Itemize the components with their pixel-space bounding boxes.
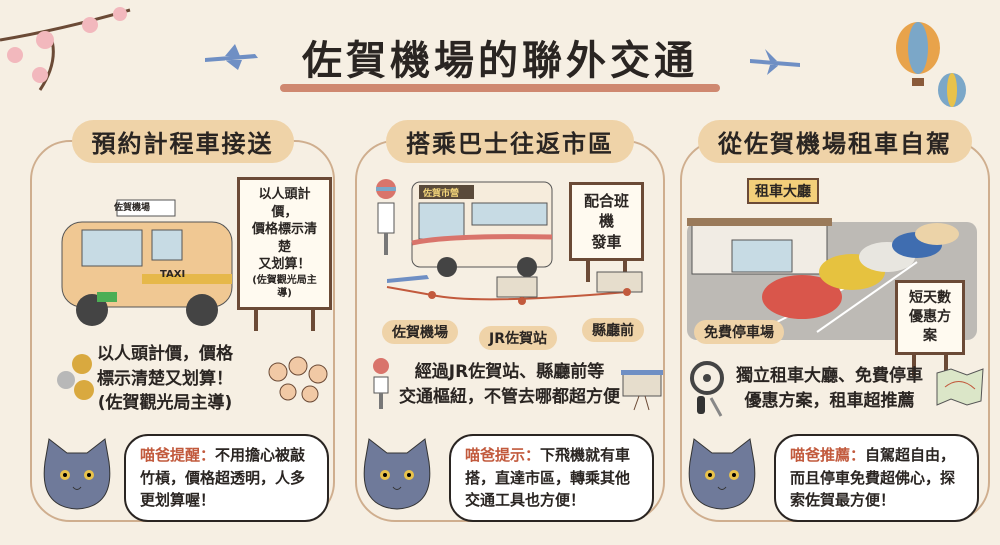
discount-sign: 短天數 優惠方案: [895, 280, 965, 376]
cat-avatar-icon: [688, 438, 756, 510]
section-bus: 搭乘巴士往返市區 佐賀市營 配合班機 發車 佐賀機場 JR佐賀站 縣廳前 經過J…: [355, 120, 665, 522]
tip-label: 喵爸提醒：: [140, 446, 216, 464]
sign-line: 價格標示清楚: [251, 222, 317, 255]
tip-label: 喵爸提示：: [465, 446, 541, 464]
bus-destination-sign: 佐賀市營: [423, 189, 460, 199]
steering-wheel-keys-icon: [690, 361, 724, 417]
family-group-icon: [268, 356, 328, 403]
sign-line: 又划算！: [258, 257, 311, 273]
tip-label: 喵爸推薦：: [790, 446, 866, 464]
parking-label: 免費停車場: [694, 320, 784, 344]
cat-tip-bubble: 喵爸提醒：不用擔心被敲竹槓，價格超透明，人多更划算喔！: [124, 434, 329, 522]
sign-line: 以人頭計價，: [258, 187, 311, 220]
taxi-roof-sign: 佐賀機場: [114, 203, 151, 213]
desc-line: (佐賀觀光局主導): [97, 393, 233, 414]
cat-avatar-icon: [43, 438, 111, 510]
route-line: [386, 271, 643, 305]
hot-air-balloon-icon: [896, 22, 966, 107]
schedule-sign: 配合班機 發車: [569, 182, 644, 282]
section-heading: 預約計程車接送: [71, 120, 294, 163]
section-description: 以人頭計價，價格 標示清楚又划算！ (佐賀觀光局主導): [97, 342, 233, 416]
desc-line: 獨立租車大廳、免費停車: [736, 366, 923, 386]
cherry-blossom-branch: [0, 7, 131, 91]
desc-line: 交通樞紐，不管去哪都超方便: [399, 386, 620, 407]
cat-avatar-icon: [363, 438, 431, 510]
section-heading: 從佐賀機場租車自駕: [698, 120, 972, 163]
bus-illustration: [411, 181, 553, 277]
sign-line: 發車: [591, 232, 622, 251]
airplane-icon: [205, 44, 258, 70]
cat-tip-bubble: 喵爸推薦：自駕超自由，而且停車免費超佛心，探索佐賀最方便！: [774, 434, 979, 522]
bus-stop-icon: [376, 179, 396, 255]
sign-line: 優惠方案: [909, 308, 951, 344]
page-title: 佐賀機場的聯外交通: [302, 38, 698, 84]
tip-text: 自駕超自由，而且停車免費超佛心，探索佐賀最方便！: [790, 446, 956, 509]
title-underline: [280, 84, 720, 92]
rental-hall-sign: 租車大廳: [747, 178, 819, 204]
cat-tip-bubble: 喵爸提示：下飛機就有車搭，直達市區，轉乘其他交通工具也方便！: [449, 434, 654, 522]
desc-line: 優惠方案，租車超推薦: [744, 390, 915, 411]
train-station-icon: [621, 370, 663, 411]
bus-stop-icon: [373, 358, 389, 409]
tip-text: 下飛機就有車搭，直達市區，轉乘其他交通工具也方便！: [465, 446, 631, 509]
map-icon: [936, 368, 984, 406]
desc-line: 經過JR佐賀站、縣廳前等: [414, 362, 605, 382]
section-description: 獨立租車大廳、免費停車 優惠方案，租車超推薦: [727, 364, 932, 413]
section-heading: 搭乘巴士往返市區: [386, 120, 634, 163]
sign-line: 短天數: [909, 290, 951, 306]
stop-label: JR佐賀站: [479, 326, 557, 350]
taxi-label: TAXI: [160, 269, 186, 280]
desc-line: 以人頭計價，價格: [97, 344, 233, 364]
sign-line: (佐賀觀光局主導): [252, 274, 317, 300]
airplane-icon: [750, 49, 800, 75]
taxi-illustration: [61, 199, 233, 326]
tip-text: 不用擔心被敲竹槓，價格超透明，人多更划算喔！: [140, 446, 306, 509]
section-taxi: 預約計程車接送 佐賀機場 TAXI 以人頭計價， 價格標示清楚 又划算！ (佐賀…: [30, 120, 335, 522]
stop-label: 縣廳前: [582, 318, 644, 342]
desc-line: 標示清楚又划算！: [97, 368, 233, 389]
section-rental-car: 從佐賀機場租車自駕 租車大廳 免費停車場 短天數 優惠方案 獨立租車大廳、免費停…: [680, 120, 990, 522]
price-sign: 以人頭計價， 價格標示清楚 又划算！ (佐賀觀光局主導): [237, 177, 332, 331]
stop-label: 佐賀機場: [382, 320, 458, 344]
coins-icon: [57, 354, 94, 400]
sign-line: 配合班機: [583, 192, 629, 231]
section-description: 經過JR佐賀站、縣廳前等 交通樞紐，不管去哪都超方便: [397, 360, 622, 409]
